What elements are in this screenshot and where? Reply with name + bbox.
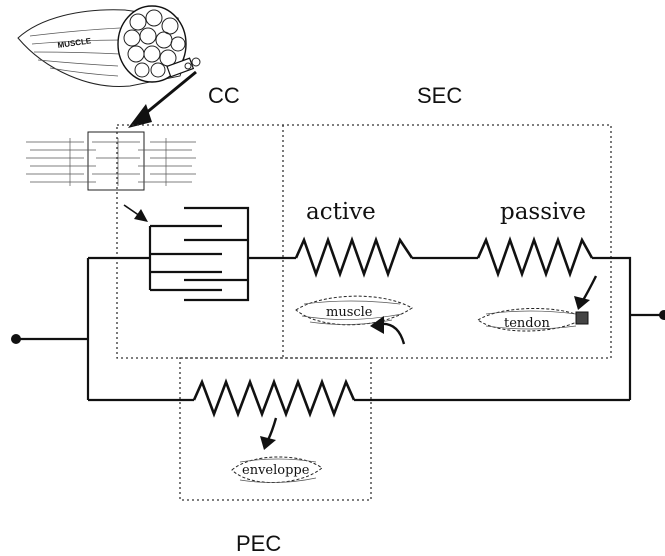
- active-label: active: [306, 199, 376, 225]
- right-terminal: [659, 310, 665, 320]
- muscle-sketch-label: muscle: [326, 305, 373, 320]
- sec-label: SEC: [417, 83, 462, 108]
- passive-spring: [476, 236, 594, 278]
- muscle-sketch: muscle: [295, 295, 413, 326]
- contractile-component: [148, 206, 250, 302]
- muscle-to-sarcomere-arrow: [128, 70, 197, 128]
- tendon-sketch-label: tendon: [504, 316, 550, 331]
- fascicle-cross-section: [117, 5, 187, 83]
- parallel-spring: [192, 378, 356, 418]
- pec-label: PEC: [236, 531, 281, 556]
- sarcomere-sketch: [26, 131, 196, 191]
- cc-label: CC: [208, 83, 240, 108]
- passive-label: passive: [500, 199, 586, 225]
- sarcomere-to-cc-arrow: [123, 204, 148, 222]
- tendon-curved-arrow: [574, 275, 598, 310]
- muscle-illustration: MUSCLE: [17, 5, 201, 88]
- cc-sec-dotted-box: [116, 124, 612, 359]
- envelope-sketch: enveloppe: [231, 456, 323, 484]
- muscle-illustration-label: MUSCLE: [57, 36, 92, 50]
- muscle-curved-arrow: [370, 316, 406, 345]
- right-bus: [592, 256, 632, 400]
- tendon-attachment: [575, 311, 589, 325]
- envelope-arrow: [260, 417, 278, 450]
- active-spring: [294, 236, 414, 278]
- tendon-sketch: tendon: [477, 307, 589, 332]
- envelope-sketch-label: enveloppe: [242, 463, 310, 478]
- pec-dotted-box: [179, 357, 372, 501]
- single-fibre: [166, 57, 201, 78]
